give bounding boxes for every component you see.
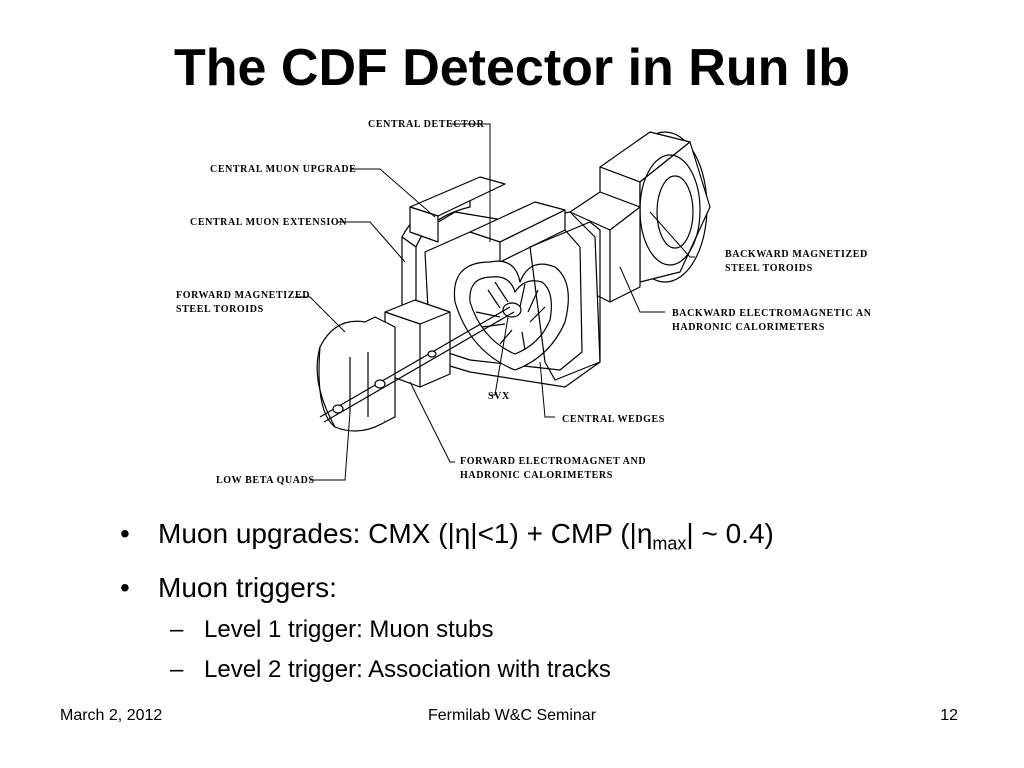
bullet-muon-upgrades-suffix: | ~ 0.4) bbox=[686, 518, 774, 549]
eta-max-subscript: max bbox=[652, 533, 687, 554]
label-svx: SVX bbox=[488, 391, 510, 402]
central-detector-shape bbox=[453, 260, 569, 371]
cdf-detector-diagram: CENTRAL DETECTOR CENTRAL MUON UPGRADE CE… bbox=[170, 112, 870, 492]
beam-pipe-shape bbox=[319, 306, 515, 423]
label-backward-toroids-1: BACKWARD MAGNETIZED bbox=[725, 249, 868, 260]
bullet-glyph: • bbox=[120, 571, 130, 603]
label-forward-calorimeters-1: FORWARD ELECTROMAGNET AND bbox=[460, 456, 646, 467]
leader-lines bbox=[295, 123, 695, 481]
sub-bullet-level2-text: Level 2 trigger: Association with tracks bbox=[204, 655, 611, 683]
bullet-glyph: • bbox=[120, 518, 130, 549]
sub-bullet-level1: – Level 1 trigger: Muon stubs bbox=[120, 610, 980, 650]
label-backward-calorimeters-2: HADRONIC CALORIMETERS bbox=[672, 322, 825, 333]
sub-bullet-level1-text: Level 1 trigger: Muon stubs bbox=[204, 615, 494, 643]
label-low-beta-quads: LOW BETA QUADS bbox=[216, 475, 315, 486]
label-central-detector: CENTRAL DETECTOR bbox=[368, 119, 485, 130]
bullet-muon-triggers: • Muon triggers: bbox=[120, 566, 980, 610]
label-central-muon-upgrade: CENTRAL MUON UPGRADE bbox=[210, 164, 356, 175]
footer-date: March 2, 2012 bbox=[60, 707, 163, 724]
label-central-wedges: CENTRAL WEDGES bbox=[562, 414, 665, 425]
label-forward-toroids-1: FORWARD MAGNETIZED bbox=[176, 290, 310, 301]
label-backward-calorimeters-1: BACKWARD ELECTROMAGNETIC AND bbox=[672, 308, 870, 319]
sub-bullet-level2: – Level 2 trigger: Association with trac… bbox=[120, 650, 980, 690]
central-wedges-shape bbox=[529, 221, 601, 381]
footer-page-number: 12 bbox=[940, 707, 958, 724]
bullet-muon-upgrades-text: Muon upgrades: CMX (|η|<1) + CMP (|η bbox=[158, 518, 653, 549]
slide-title: The CDF Detector in Run Ib bbox=[174, 39, 850, 97]
bullet-muon-upgrades: • Muon upgrades: CMX (|η|<1) + CMP (|ηma… bbox=[120, 512, 980, 566]
dash-glyph: – bbox=[170, 655, 184, 683]
footer-event: Fermilab W&C Seminar bbox=[427, 707, 597, 724]
forward-toroids-shape bbox=[316, 316, 396, 432]
label-backward-toroids-2: STEEL TOROIDS bbox=[725, 263, 813, 274]
detector-drawing: CENTRAL DETECTOR CENTRAL MUON UPGRADE CE… bbox=[176, 119, 870, 486]
label-central-muon-extension: CENTRAL MUON EXTENSION bbox=[190, 217, 347, 228]
bullet-list: • Muon upgrades: CMX (|η|<1) + CMP (|ηma… bbox=[120, 512, 980, 690]
label-forward-toroids-2: STEEL TOROIDS bbox=[176, 304, 264, 315]
label-forward-calorimeters-2: HADRONIC CALORIMETERS bbox=[460, 470, 613, 481]
bullet-muon-triggers-text: Muon triggers: bbox=[158, 571, 337, 603]
central-muon-upgrade-shape bbox=[409, 176, 566, 263]
dash-glyph: – bbox=[170, 615, 184, 643]
